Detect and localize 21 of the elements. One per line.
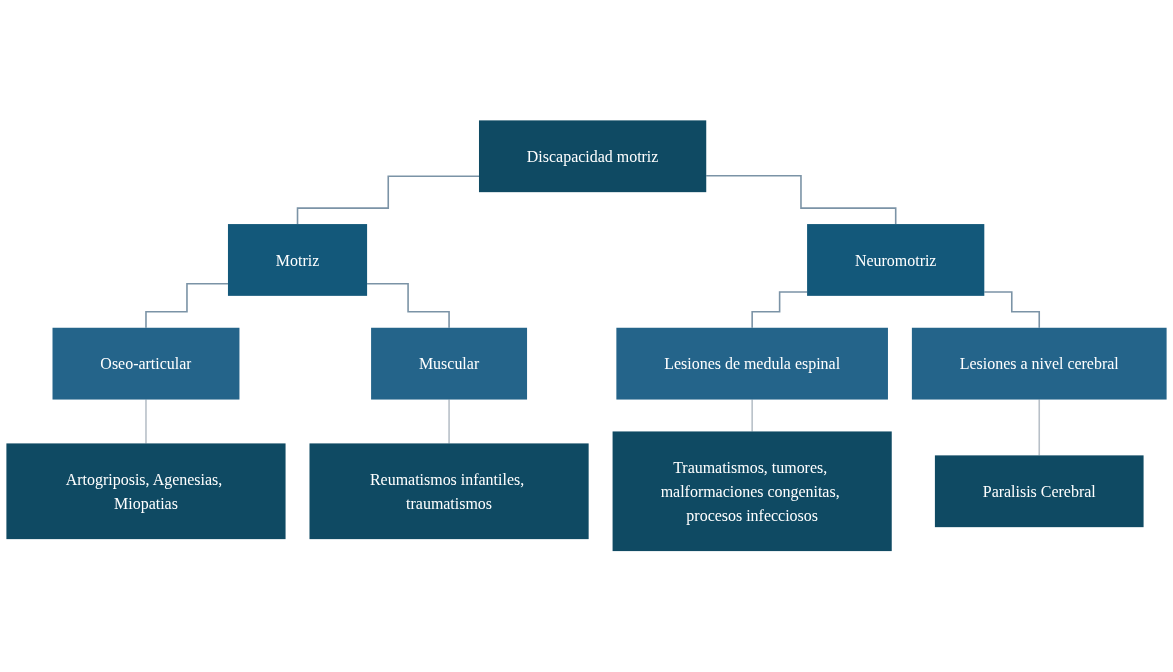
connector	[296, 175, 480, 226]
node-box: Traumatismos, tumores, malformaciones congenitas, procesos infecciosos	[612, 431, 892, 552]
connector	[1038, 399, 1041, 457]
node-box: Lesiones a nivel cerebral	[911, 328, 1167, 400]
node-box: Oseo-articular	[52, 328, 240, 400]
connector	[705, 175, 897, 226]
node-box: Muscular	[371, 328, 528, 400]
node-box: Lesiones de medula espinal	[616, 328, 888, 400]
connector	[145, 399, 147, 445]
connector	[366, 283, 450, 329]
node-box: Neuromotriz	[807, 224, 985, 297]
node-box: Artogriposis, Agenesias, Miopatias	[6, 443, 286, 540]
node-box: Reumatismos infantiles, traumatismos	[309, 443, 589, 540]
connector	[983, 291, 1041, 329]
connector	[751, 399, 753, 433]
connector	[751, 291, 808, 329]
connector	[145, 283, 229, 329]
node-box: Motriz	[227, 224, 368, 297]
node-box: Discapacidad motriz	[479, 120, 707, 193]
connector	[448, 399, 450, 445]
node-box: Paralisis Cerebral	[934, 455, 1144, 528]
